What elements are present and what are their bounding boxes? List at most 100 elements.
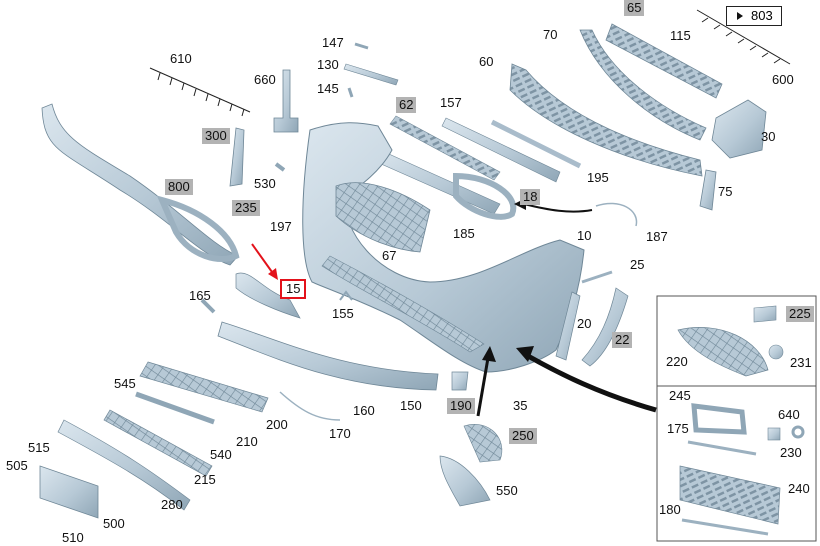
callout-640: 640 [778, 407, 800, 422]
callout-150: 150 [400, 398, 422, 413]
part-240-grille [679, 465, 781, 525]
callout-70: 70 [543, 27, 558, 42]
callout-540: 540 [210, 447, 232, 462]
callout-500: 500 [103, 516, 125, 531]
reference-tag-label: 803 [751, 8, 773, 23]
callout-245: 245 [669, 388, 691, 403]
part-195-strip [490, 119, 582, 169]
callout-235: 235 [232, 200, 260, 216]
callout-155: 155 [332, 306, 354, 321]
part-245-frame [691, 403, 747, 435]
part-220-fog-grille [677, 327, 769, 377]
part-75-holder [699, 169, 717, 211]
callout-280: 280 [161, 497, 183, 512]
callout-195: 195 [587, 170, 609, 185]
callout-67: 67 [382, 248, 397, 263]
part-190-bracket [451, 371, 469, 391]
part-65-bracket [605, 23, 723, 99]
callout-610: 610 [170, 51, 192, 66]
callout-115: 115 [670, 28, 691, 43]
part-230-sensor [767, 427, 781, 441]
callout-510: 510 [62, 530, 84, 545]
part-660-sensor [273, 69, 299, 133]
part-640-ring [791, 425, 805, 439]
callout-231: 231 [790, 355, 812, 370]
callout-20: 20 [577, 316, 592, 331]
part-540-grille [103, 409, 213, 477]
callout-185: 185 [453, 226, 475, 241]
callout-165: 165 [189, 288, 211, 303]
callout-60: 60 [479, 54, 494, 69]
callout-240: 240 [788, 481, 810, 496]
part-160-spoiler [217, 321, 439, 391]
part-800-trim [41, 103, 239, 266]
triangle-icon [737, 12, 743, 20]
callout-145: 145 [317, 81, 339, 96]
part-300-bracket [229, 127, 245, 187]
red-arrow [251, 243, 278, 280]
callout-190: 190 [447, 398, 475, 414]
part-180-strip [681, 518, 769, 536]
callout-15: 15 [280, 279, 307, 299]
callout-545: 545 [114, 376, 136, 391]
part-20-flare [555, 291, 581, 361]
part-15-side-cover [235, 272, 301, 319]
callout-160: 160 [353, 403, 375, 418]
part-170-wire [279, 391, 341, 421]
callout-75: 75 [718, 184, 733, 199]
callout-18: 18 [520, 189, 541, 205]
leader-line-610 [149, 67, 251, 117]
part-500-plate [39, 465, 99, 519]
callout-200: 200 [266, 417, 288, 432]
reference-tag: 803 [726, 6, 782, 26]
part-67-grille [335, 182, 431, 253]
callout-62: 62 [396, 97, 417, 113]
callout-22: 22 [612, 332, 633, 348]
part-lower-grille-mesh [321, 255, 485, 353]
callout-30: 30 [761, 129, 776, 144]
callout-220: 220 [666, 354, 688, 369]
callout-210: 210 [236, 434, 258, 449]
part-187-cable [595, 202, 638, 227]
part-800b-trim [156, 195, 240, 262]
callout-180: 180 [659, 502, 681, 517]
part-147 [354, 42, 369, 50]
callout-800: 800 [165, 179, 193, 195]
callout-250: 250 [509, 428, 537, 444]
callout-25: 25 [630, 257, 645, 272]
part-157-strip [441, 117, 561, 183]
callout-10: 10 [577, 228, 592, 243]
part-250-insert [463, 424, 503, 463]
part-70-carrier [579, 29, 707, 141]
callout-300: 300 [202, 128, 230, 144]
callout-660: 660 [254, 72, 276, 87]
callout-35: 35 [513, 398, 528, 413]
part-225-clip [753, 305, 777, 323]
callout-170: 170 [329, 426, 351, 441]
part-280-lower-trim [57, 419, 191, 511]
part-18-insert [453, 172, 517, 220]
part-550-duct [439, 455, 491, 507]
callout-600: 600 [772, 72, 794, 87]
callout-187: 187 [646, 229, 668, 244]
callout-147: 147 [322, 35, 344, 50]
part-30-bracket [711, 99, 767, 159]
part-22-flare [581, 287, 629, 367]
part-145 [347, 87, 354, 98]
callout-515: 515 [28, 440, 50, 455]
leader-line-600 [696, 9, 791, 65]
part-25-strip [581, 270, 613, 284]
part-545-strip [135, 391, 215, 425]
part-231-cap [768, 344, 784, 360]
arrow-from-panel [516, 346, 657, 413]
callout-215: 215 [194, 472, 216, 487]
callout-197: 197 [270, 219, 292, 234]
callout-65: 65 [624, 0, 645, 16]
arrow-from-250 [476, 346, 496, 417]
part-62-grille-bar [389, 115, 501, 181]
part-175-strip [687, 440, 757, 456]
callout-175: 175 [667, 421, 689, 436]
callout-130: 130 [317, 57, 339, 72]
